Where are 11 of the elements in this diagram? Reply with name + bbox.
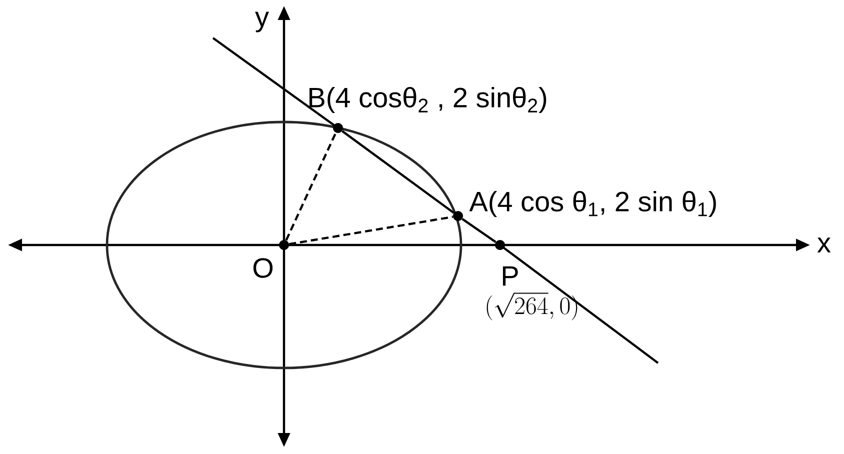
point-label: P [502,266,518,286]
line-segment [342,130,454,214]
dashed-line [285,132,337,241]
line-segment [462,218,496,243]
point-label: O [253,258,273,278]
coordinate-label: $(\sqrt{264},0)$ [486,292,578,320]
dashed-line [288,216,454,246]
axis-label: y [255,12,269,32]
axis-label: x [817,238,831,252]
point-label: B(4 cosθ$_{2}$ , 2 sinθ$_{2}$) [310,86,546,114]
point-label: A(4 cos θ$_{1}$, 2 sin θ$_{1}$) [469,190,716,218]
